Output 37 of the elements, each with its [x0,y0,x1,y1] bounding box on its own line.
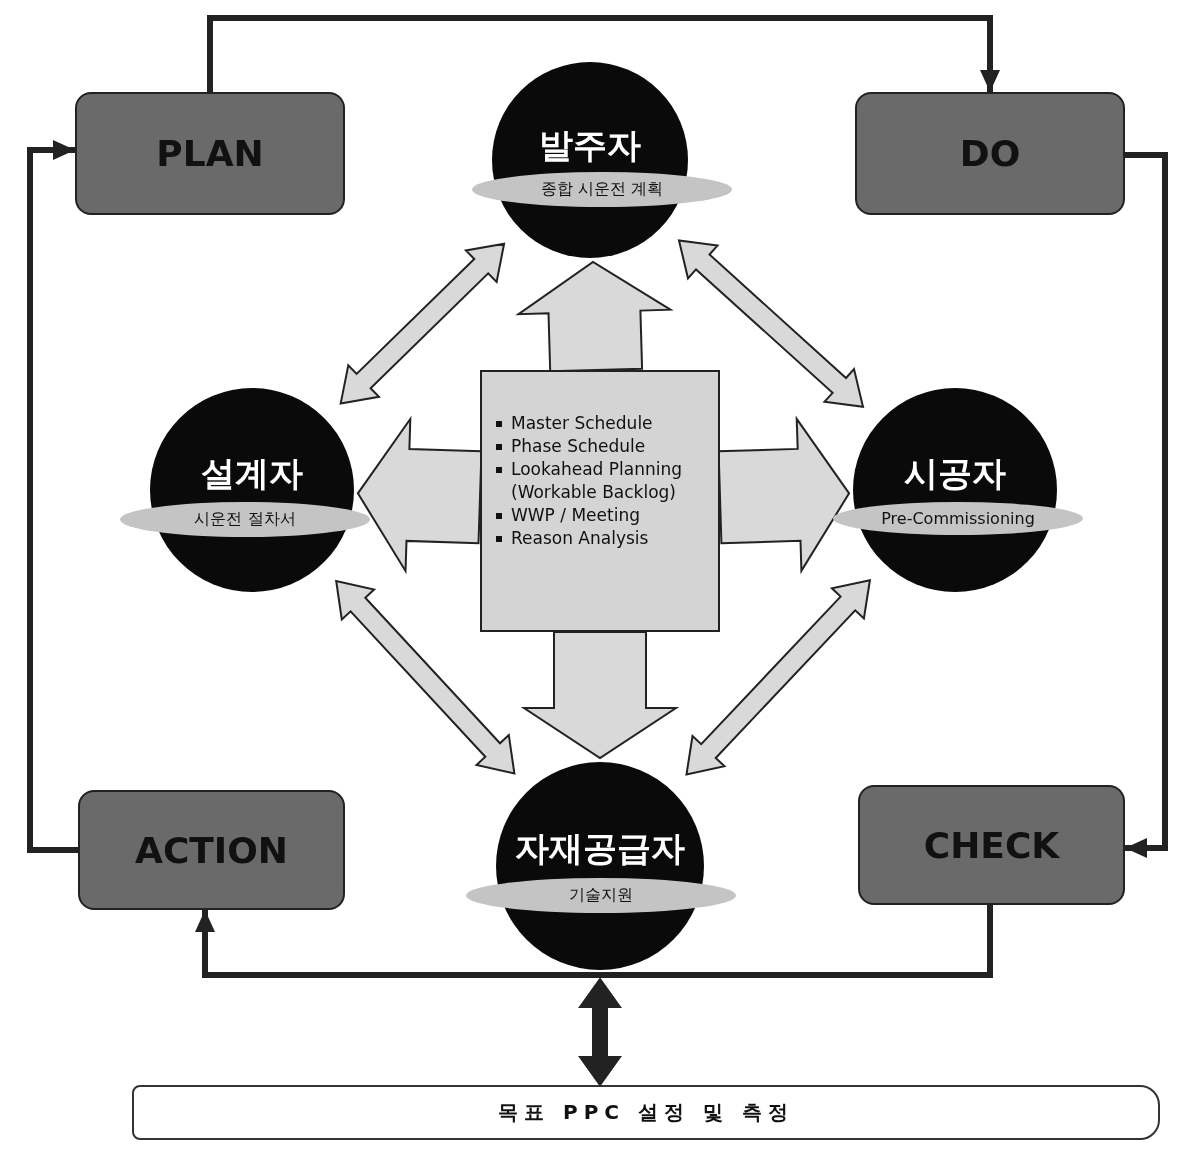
block-arrow [515,260,674,373]
phase-label: PLAN [156,133,264,174]
schedule-box [480,370,720,632]
bullet-item: Phase Schedule [511,435,646,458]
block-arrow [356,415,483,575]
block-arrow [335,579,516,775]
block-arrow [339,242,506,405]
phase-box [75,92,345,215]
circle-subtitle: 종합 시운전 계획 [472,171,732,207]
phase-box [855,92,1125,215]
block-arrow [677,239,865,408]
block-arrow [685,578,872,776]
bullet-item: Master Schedule [511,412,653,435]
arrow [1125,152,1168,858]
arrow [27,140,78,853]
phase-box [858,785,1125,905]
circle-title: 발주자 [538,123,642,167]
circle-title: 설계자 [200,452,304,496]
circle-title: 시공자 [903,452,1007,496]
block-arrow [717,415,851,575]
arrow [207,15,1000,92]
block-arrow [578,977,622,1087]
circle-title: 자재공급자 [514,827,686,871]
block-arrow [520,631,680,760]
phase-label: DO [959,133,1021,174]
phase-label: CHECK [923,824,1060,866]
bullet-item: WWP / Meeting [511,504,640,527]
bullet-item: Lookahead Planning (Workable Backlog) [511,458,683,504]
circle-subtitle: 시운전 절차서 [120,502,370,538]
goal-bar [132,1085,1160,1140]
phase-box [78,790,345,910]
bullet-item: Reason Analysis [511,527,649,550]
goal-label: 목표 PPC 설정 및 측정 [498,1099,794,1126]
arrow [195,905,993,978]
phase-label: ACTION [135,829,288,871]
circle-subtitle: 기술지원 [466,878,736,914]
circle-subtitle: Pre-Commissioning [833,502,1083,536]
